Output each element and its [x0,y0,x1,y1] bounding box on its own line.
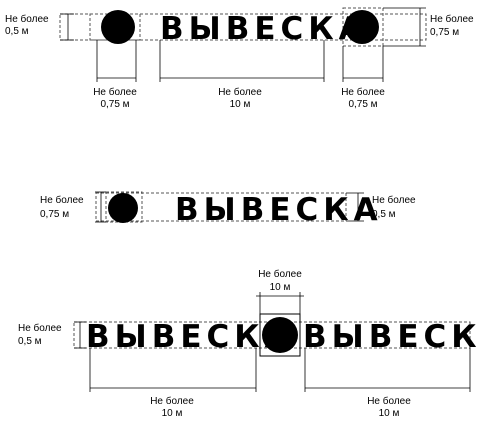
dim-label: 10 м [379,408,400,419]
sign-text: ВЫВЕСКА [160,11,368,47]
dim-label: Не более [367,395,411,407]
dim-label: Не более [341,86,385,98]
signage-zone-outline [95,192,347,222]
dim-label: 0,75 м [430,27,459,38]
bracket-sign-circle [108,193,138,223]
dim-label: 10 м [230,99,251,110]
bracket-sign-circle [101,10,135,44]
sign-text: ВЫВЕСКА [86,319,294,355]
dim-label: 0,5 м [372,209,396,220]
dim-label: 10 м [162,408,183,419]
variant-3: ВЫВЕСКА ВЫВЕСКА Не более 10 м Не более 0… [18,268,480,419]
dim-label: Не более [150,395,194,407]
variant-2: ВЫВЕСКА Не более 0,75 м Не более 0,5 м [40,191,416,228]
dim-label: 0,75 м [100,99,129,110]
sign-text: ВЫВЕСКА [175,192,383,228]
bracket-zone-outline [342,7,384,47]
bracket-zone-outline [105,191,143,223]
dim-label: Не более [430,13,474,25]
dim-label: Не более [18,322,62,334]
dim-label: 10 м [270,282,291,293]
bracket-zone-outline [259,313,301,357]
dim-label: Не более [258,268,302,280]
dim-label: 0,75 м [348,99,377,110]
dim-label: 0,5 м [18,336,42,347]
dim-label: 0,5 м [5,26,29,37]
dim-label: Не более [5,13,49,25]
signage-zone-outline [59,13,427,41]
dim-label: Не более [372,194,416,206]
dim-label: 0,75 м [40,209,69,220]
sign-text: ВЫВЕСКА [303,319,480,355]
bracket-sign-circle [345,10,379,44]
variant-1: ВЫВЕСКА Не более 0,5 м Не более 0,75 м Н… [5,7,474,110]
dim-label: Не более [93,86,137,98]
dim-label: Не более [218,86,262,98]
dim-label: Не более [40,194,84,206]
bracket-sign-circle [262,317,298,353]
